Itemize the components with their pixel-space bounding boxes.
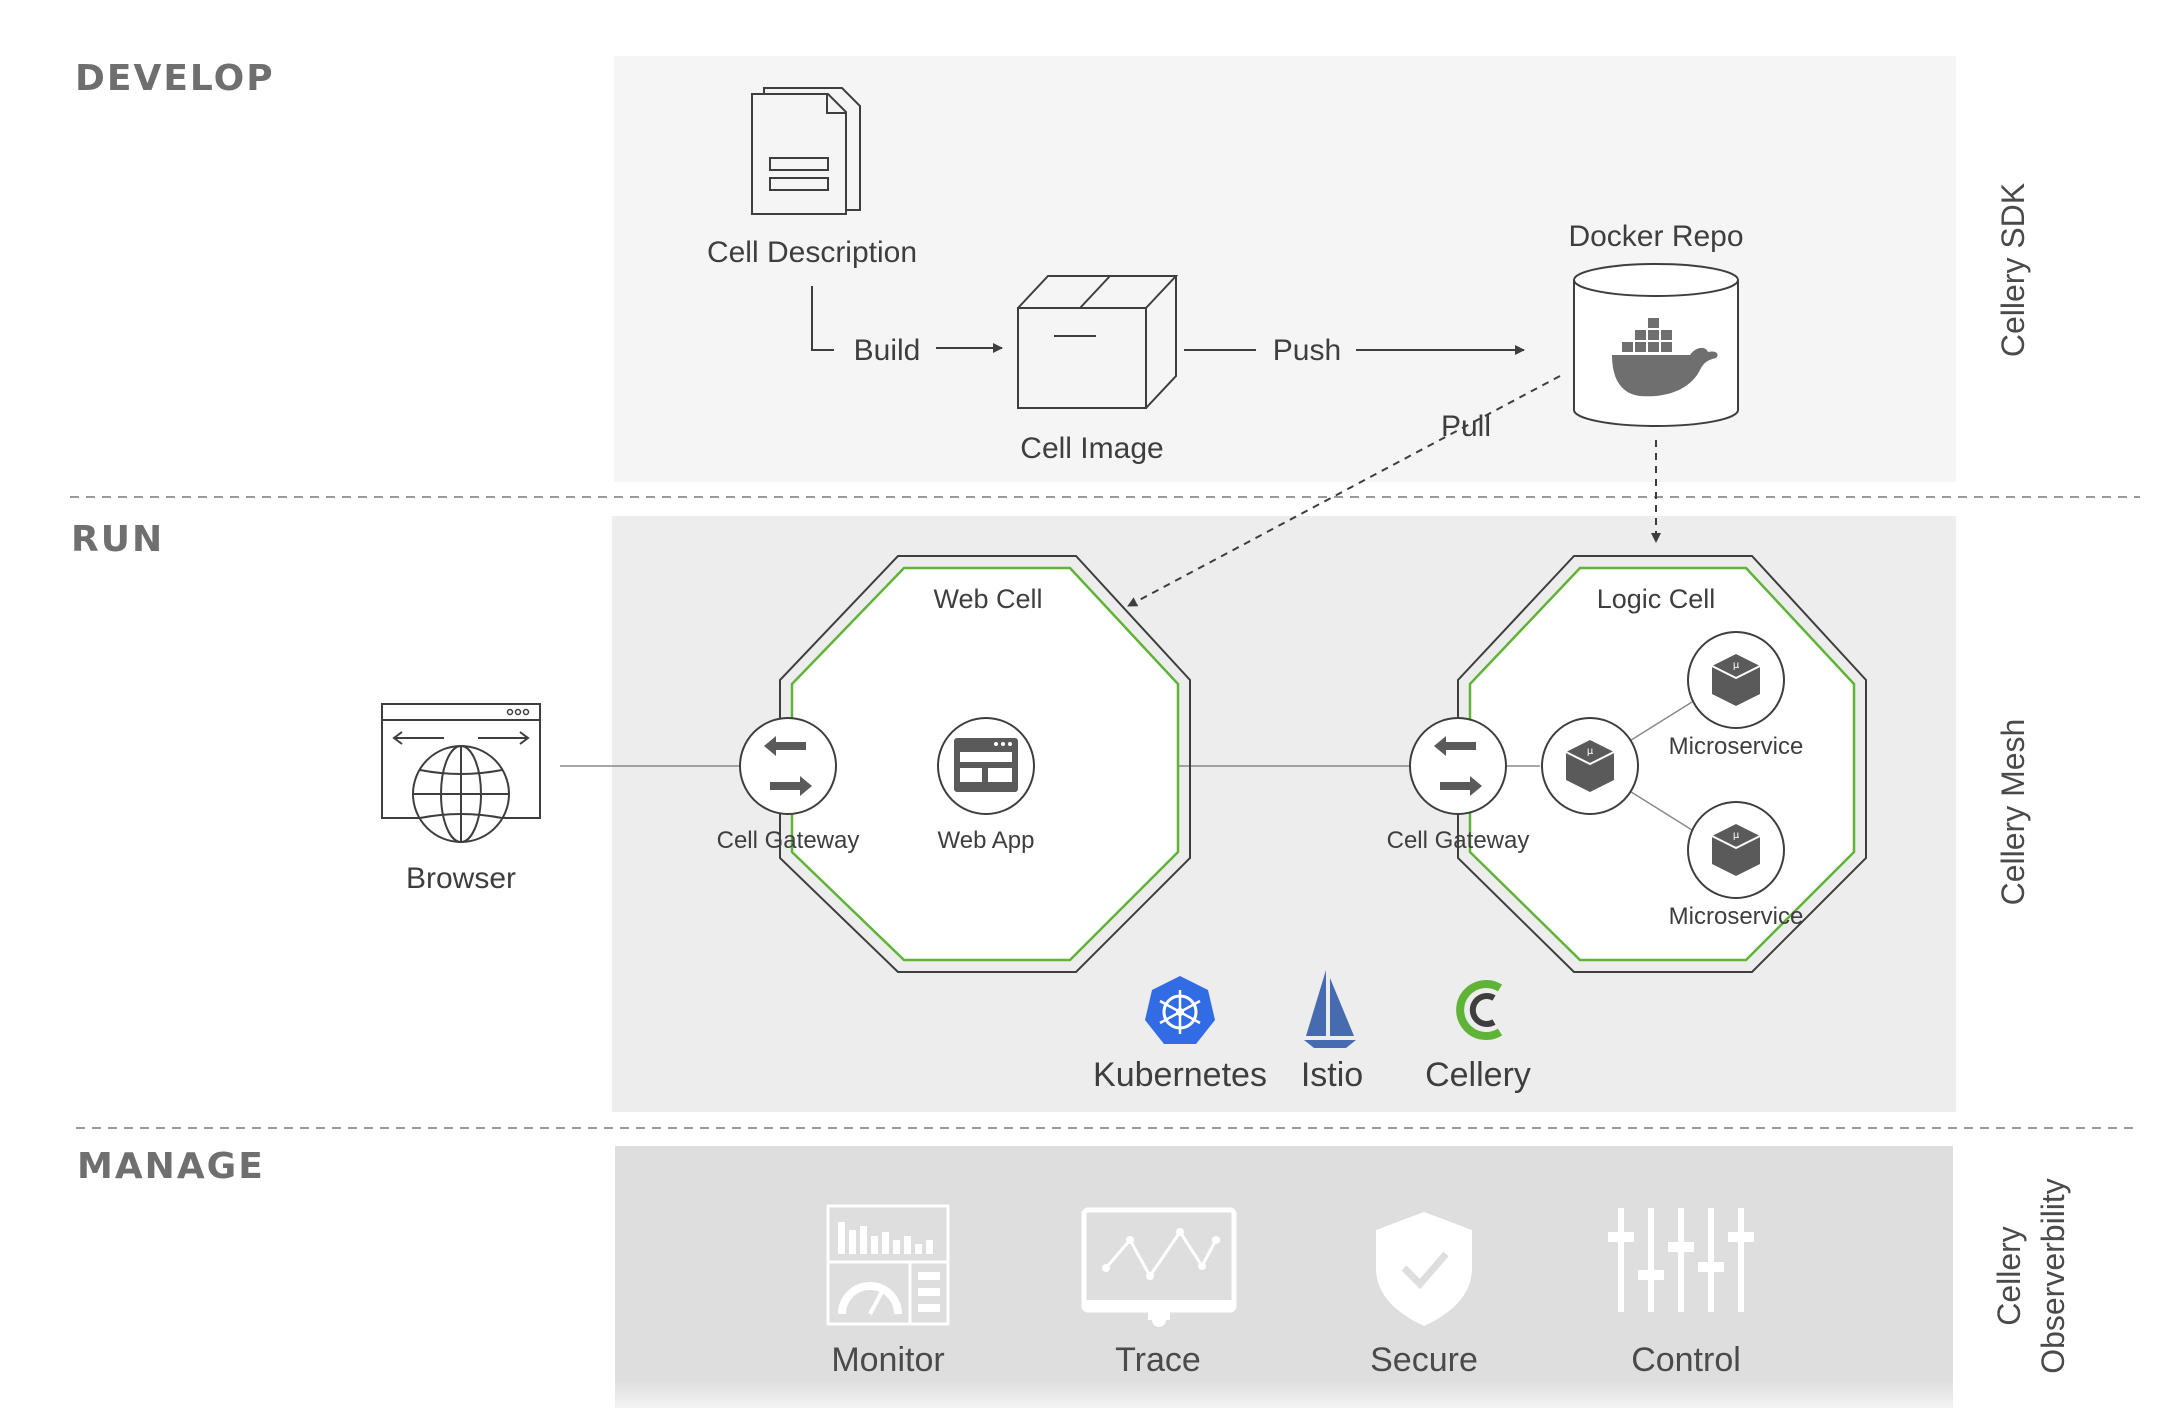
side-label-observability-line2: Observerbility [2035, 1178, 2071, 1374]
pull-arrow [1127, 375, 1561, 607]
secure-shield-icon [1376, 1212, 1472, 1326]
trace-icon [1081, 1207, 1237, 1327]
web-app-node [937, 717, 1035, 815]
istio-label: Istio [1301, 1056, 1363, 1094]
docker-repo-icon [1573, 263, 1739, 427]
microservice-top-node: μ [1687, 631, 1785, 729]
cellery-logo-icon [1456, 980, 1503, 1040]
cell-image-icon [1017, 275, 1179, 409]
cellery-label: Cellery [1425, 1056, 1531, 1094]
web-app-label: Web App [938, 827, 1035, 854]
cell-description-label: Cell Description [707, 236, 917, 269]
web-cell-gateway-label: Cell Gateway [717, 827, 860, 854]
side-label-mesh: Cellery Mesh [1995, 719, 2031, 906]
cell-image-label: Cell Image [1020, 432, 1163, 465]
stage-run-title: RUN [71, 519, 164, 560]
browser-label: Browser [406, 862, 516, 895]
logic-cell-gateway-node [1409, 717, 1507, 815]
monitor-icon [826, 1204, 950, 1326]
microservice-bottom-node: μ [1687, 801, 1785, 899]
svg-text:μ: μ [1733, 830, 1740, 841]
logic-cell-label: Logic Cell [1597, 584, 1716, 614]
monitor-label: Monitor [831, 1341, 944, 1379]
trace-label: Trace [1115, 1341, 1201, 1379]
browser-icon [381, 703, 541, 843]
stage-develop-title: DEVELOP [75, 58, 275, 99]
push-label: Push [1273, 334, 1341, 367]
build-label: Build [854, 334, 921, 367]
secure-label: Secure [1370, 1341, 1478, 1379]
build-connector [811, 286, 834, 351]
control-sliders-icon [1608, 1208, 1754, 1312]
control-label: Control [1631, 1341, 1741, 1379]
web-cell-gateway-node [739, 717, 837, 815]
stage-manage-title: MANAGE [77, 1146, 265, 1187]
microservice-to-microservice-bottom-line [1627, 789, 1693, 831]
logic-cell-gateway-label: Cell Gateway [1387, 827, 1530, 854]
svg-text:μ: μ [1733, 660, 1740, 671]
side-label-sdk: Cellery SDK [1995, 183, 2031, 357]
manage-panel [615, 1146, 1953, 1408]
kubernetes-logo-icon [1145, 976, 1215, 1044]
microservice-bottom-label: Microservice [1669, 903, 1804, 930]
cell-description-icon [751, 87, 861, 215]
istio-logo-icon [1304, 970, 1356, 1048]
web-cell-label: Web Cell [933, 584, 1042, 614]
svg-text:μ: μ [1587, 746, 1594, 757]
microservice-top-label: Microservice [1669, 733, 1804, 760]
side-label-observability-line1: Cellery [1991, 1226, 2027, 1326]
microservice-to-microservice-top-line [1627, 701, 1693, 743]
microservice-central-node: μ [1541, 717, 1639, 815]
docker-repo-label: Docker Repo [1568, 220, 1743, 253]
kubernetes-label: Kubernetes [1093, 1056, 1267, 1094]
